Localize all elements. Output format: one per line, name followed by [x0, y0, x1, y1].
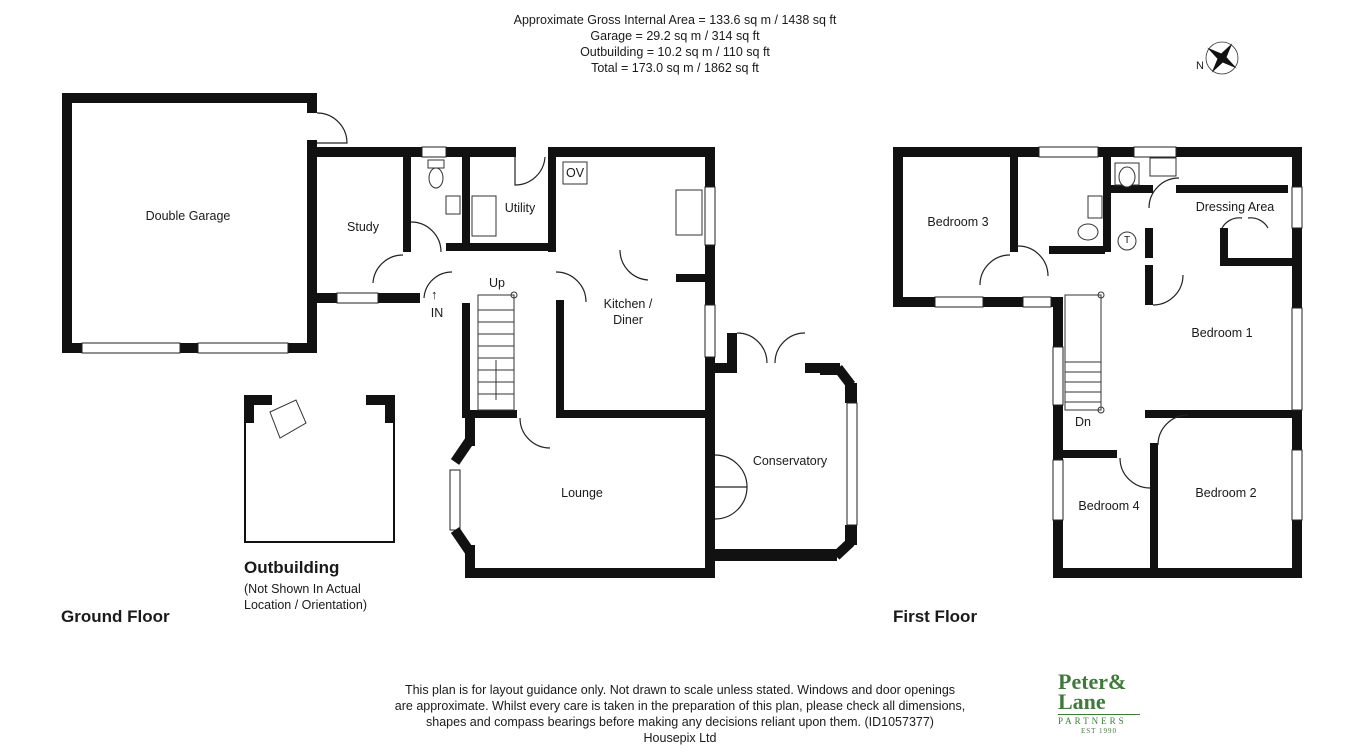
- ground-floor-title: Ground Floor: [61, 607, 170, 626]
- area-line-outbuilding: Outbuilding = 10.2 sq m / 110 sq ft: [580, 45, 770, 59]
- room-label-study: Study: [347, 220, 379, 234]
- tank-label: T: [1123, 235, 1131, 246]
- fixtures: [269, 157, 1177, 439]
- door-swings: [316, 112, 1269, 520]
- disclaimer-line-2: are approximate. Whilst every care is ta…: [394, 699, 966, 713]
- stairs-first: [1064, 291, 1105, 414]
- bay-walls: [450, 364, 855, 560]
- area-line-garage: Garage = 29.2 sq m / 314 sq ft: [590, 29, 760, 43]
- stairs-down-label: Dn: [1075, 415, 1091, 429]
- compass-rose-icon: [1205, 41, 1239, 75]
- logo-line-3: PARTNERS: [1058, 714, 1140, 727]
- outbuilding-walls: [244, 395, 395, 543]
- garage-walls: [62, 93, 317, 353]
- area-summary: Approximate Gross Internal Area = 133.6 …: [0, 12, 1350, 76]
- room-label-dressing-area: Dressing Area: [1195, 200, 1275, 214]
- peter-lane-logo: Peter& Lane PARTNERS EST 1990: [1058, 669, 1140, 736]
- room-label-utility: Utility: [504, 201, 536, 215]
- disclaimer-line-3: shapes and compass bearings before makin…: [426, 715, 934, 729]
- logo-line-1: Peter&: [1058, 669, 1127, 694]
- room-label-bedroom-4: Bedroom 4: [1078, 499, 1140, 513]
- disclaimer-line-1: This plan is for layout guidance only. N…: [404, 683, 956, 697]
- stairs-ground: [477, 291, 518, 411]
- outbuilding-note-line1: (Not Shown In Actual: [244, 582, 361, 596]
- windows: [81, 146, 1303, 531]
- room-label-bedroom-1: Bedroom 1: [1191, 326, 1253, 340]
- entrance-label: IN: [430, 306, 444, 320]
- area-line-gross: Approximate Gross Internal Area = 133.6 …: [513, 13, 837, 27]
- room-label-kitchen: Kitchen /: [603, 297, 653, 311]
- logo-line-4: EST 1990: [1080, 727, 1118, 735]
- outbuilding-title: Outbuilding: [244, 558, 340, 577]
- first-floor-walls: [893, 147, 1302, 578]
- area-line-total: Total = 173.0 sq m / 1862 sq ft: [591, 61, 759, 75]
- disclaimer: This plan is for layout guidance only. N…: [380, 682, 980, 746]
- room-label-conservatory: Conservatory: [752, 454, 828, 468]
- room-label-diner: Diner: [613, 313, 643, 327]
- compass-north-label: N: [1196, 60, 1204, 72]
- stairs-up-label: Up: [489, 276, 505, 290]
- disclaimer-line-4: Housepix Ltd: [643, 731, 717, 745]
- outbuilding-note-line2: Location / Orientation): [244, 598, 367, 612]
- outbuilding-note: (Not Shown In Actual Location / Orientat…: [244, 581, 367, 613]
- room-label-bedroom-3: Bedroom 3: [927, 215, 989, 229]
- room-label-bedroom-2: Bedroom 2: [1195, 486, 1257, 500]
- logo-line-2: Lane: [1058, 689, 1106, 714]
- room-label-oven: OV: [565, 166, 585, 180]
- entrance-arrow-icon: ↑: [431, 287, 438, 302]
- room-label-double-garage: Double Garage: [145, 209, 231, 223]
- first-floor-title: First Floor: [893, 607, 978, 626]
- ground-main-walls: [307, 147, 857, 578]
- room-label-lounge: Lounge: [561, 486, 603, 500]
